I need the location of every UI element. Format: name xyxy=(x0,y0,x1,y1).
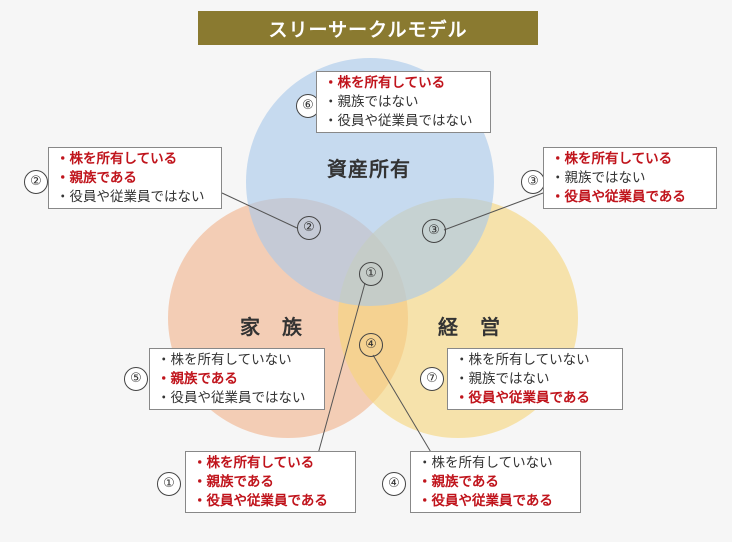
region-3-marker: ③ xyxy=(422,219,446,243)
box-3: 株を所有している 親族ではない 役員や従業員である xyxy=(543,147,717,209)
box-4-line-2: 親族である xyxy=(418,473,573,492)
box-7-number: ⑦ xyxy=(420,367,444,391)
box-5-number: ⑤ xyxy=(124,367,148,391)
box-5-line-1: 株を所有していない xyxy=(157,351,317,370)
box-1-line-1: 株を所有している xyxy=(193,454,348,473)
box-3-number: ③ xyxy=(521,170,545,194)
box-5: 株を所有していない 親族である 役員や従業員ではない xyxy=(149,348,325,410)
box-6-line-1: 株を所有している xyxy=(324,74,483,93)
box-7: 株を所有していない 親族ではない 役員や従業員である xyxy=(447,348,623,410)
box-7-line-2: 親族ではない xyxy=(455,370,615,389)
box-4-line-1: 株を所有していない xyxy=(418,454,573,473)
ownership-label: 資産所有 xyxy=(327,157,411,181)
box-2-line-1: 株を所有している xyxy=(56,150,214,169)
box-3-line-3: 役員や従業員である xyxy=(551,188,709,207)
box-2-line-2: 親族である xyxy=(56,169,214,188)
box-2-number: ② xyxy=(24,170,48,194)
region-2-marker: ② xyxy=(297,216,321,240)
box-1-number: ① xyxy=(157,472,181,496)
box-4-line-3: 役員や従業員である xyxy=(418,492,573,511)
box-7-line-3: 役員や従業員である xyxy=(455,389,615,408)
box-2: 株を所有している 親族である 役員や従業員ではない xyxy=(48,147,222,209)
box-1: 株を所有している 親族である 役員や従業員である xyxy=(185,451,356,513)
box-6-line-3: 役員や従業員ではない xyxy=(324,112,483,131)
box-4: 株を所有していない 親族である 役員や従業員である xyxy=(410,451,581,513)
box-3-line-2: 親族ではない xyxy=(551,169,709,188)
leader-line-3 xyxy=(443,192,544,231)
box-3-line-1: 株を所有している xyxy=(551,150,709,169)
diagram-title: スリーサークルモデル xyxy=(198,11,538,45)
box-1-line-2: 親族である xyxy=(193,473,348,492)
box-5-line-2: 親族である xyxy=(157,370,317,389)
leader-line-1 xyxy=(317,282,366,455)
family-label: 家 族 xyxy=(240,315,303,339)
region-1-marker: ① xyxy=(359,262,383,286)
box-7-line-1: 株を所有していない xyxy=(455,351,615,370)
box-4-number: ④ xyxy=(382,472,406,496)
box-5-line-3: 役員や従業員ではない xyxy=(157,389,317,408)
box-6-line-2: 親族ではない xyxy=(324,93,483,112)
box-6: 株を所有している 親族ではない 役員や従業員ではない xyxy=(316,71,491,133)
box-2-line-3: 役員や従業員ではない xyxy=(56,188,214,207)
box-1-line-3: 役員や従業員である xyxy=(193,492,348,511)
region-4-marker: ④ xyxy=(359,333,383,357)
leader-line-4 xyxy=(372,354,433,455)
leader-line-2 xyxy=(221,192,298,229)
business-label: 経 営 xyxy=(438,315,501,339)
